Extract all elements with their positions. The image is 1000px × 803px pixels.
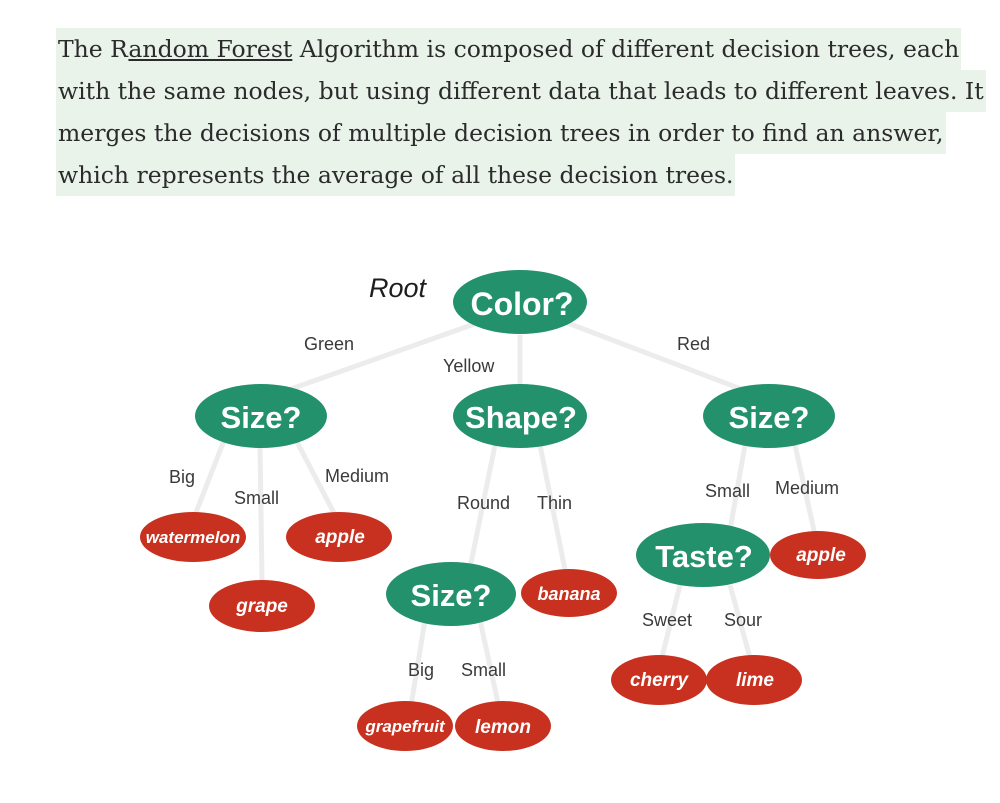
edge-label-big: Big [169,467,195,487]
edge-size-medium [292,436,338,517]
leaf-node-watermelon: watermelon [140,512,246,562]
edge-taste-sour [727,584,755,666]
node-label: Size? [411,578,492,613]
leaf-label: grape [235,596,288,617]
edge-label-medium-right: Medium [775,478,839,498]
edge-label-medium: Medium [325,466,389,486]
leaf-label: lemon [475,717,531,738]
edge-shape-round [467,444,498,569]
paragraph-line-2: with the same nodes, but using different… [56,70,986,112]
decision-node-size-left: Size? [195,384,327,448]
random-forest-link[interactable]: andom Forest [128,35,293,63]
root-label: Root [369,273,428,303]
leaf-node-apple-right: apple [770,531,866,579]
edge-label-small: Small [234,488,279,508]
edge-label-small-mid: Small [461,660,506,680]
paragraph-line-3: merges the decisions of multiple decisio… [56,112,946,154]
tree-edges [192,319,818,713]
paragraph-text: Algorithm is composed of different decis… [292,35,960,63]
leaf-node-cherry: cherry [611,655,707,705]
decision-node-color: Color? [453,270,587,334]
edge-color-green [259,319,481,403]
decision-node-size-right: Size? [703,384,835,448]
edge-label-green: Green [304,334,354,354]
decision-node-shape: Shape? [453,384,587,448]
intro-paragraph: The Random Forest Algorithm is composed … [56,28,986,196]
leaf-node-lime: lime [706,655,802,705]
edge-shape-thin [537,444,568,571]
leaf-label: apple [796,545,846,566]
edge-size-medium-right [792,444,818,536]
edge-size-big-mid [407,619,428,713]
leaf-node-lemon: lemon [455,701,551,751]
edge-size-small-right [727,444,748,531]
paragraph-line-1: The Random Forest Algorithm is composed … [56,28,962,70]
paragraph-text: The R [58,35,129,63]
node-label: Color? [470,286,573,322]
node-label: Size? [221,400,302,435]
edge-size-small-mid [477,619,503,713]
edge-labels: Green Yellow Red Big Small Medium Round … [169,334,839,680]
edge-color-red [564,319,771,403]
leaf-label: banana [537,584,600,604]
edge-label-red: Red [677,334,710,354]
node-label: Shape? [465,400,577,435]
edge-label-yellow: Yellow [443,356,495,376]
leaf-label: cherry [630,670,690,691]
edge-size-big [192,437,228,516]
edge-label-thin: Thin [537,493,572,513]
paragraph-line-4: which represents the average of all thes… [56,154,736,196]
decision-node-taste: Taste? [636,523,770,587]
leaf-node-grape: grape [209,580,315,632]
edge-label-sour: Sour [724,610,762,630]
edge-label-round: Round [457,493,510,513]
leaf-label: grapefruit [364,717,446,736]
leaf-node-banana: banana [521,569,617,617]
leaf-node-grapefruit: grapefruit [357,701,453,751]
edge-label-big-mid: Big [408,660,434,680]
node-label: Taste? [655,539,753,574]
node-label: Size? [729,400,810,435]
edge-label-small-right: Small [705,481,750,501]
edge-size-small [257,444,265,583]
leaf-node-apple-left: apple [286,512,392,562]
edge-label-sweet: Sweet [642,610,692,630]
leaf-label: apple [315,527,365,548]
leaf-label: watermelon [146,528,240,547]
edge-taste-sweet [657,584,683,666]
leaf-label: lime [736,670,774,691]
decision-node-size-mid: Size? [386,562,516,626]
